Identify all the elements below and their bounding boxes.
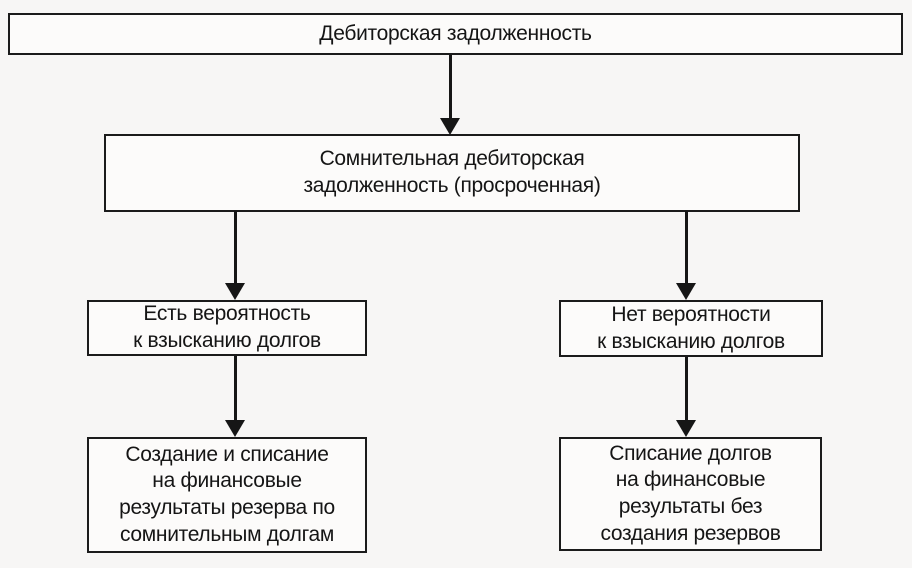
arrow-shaft (684, 211, 688, 283)
arrow-down-icon (225, 283, 245, 300)
node-has-probability-of-collection: Есть вероятность к взысканию долгов (87, 300, 367, 356)
node-no-probability-of-collection: Нет вероятности к взысканию долгов (559, 300, 823, 357)
node-receivables: Дебиторская задолженность (8, 13, 903, 55)
arrow-down-icon (440, 118, 460, 135)
node-doubtful-receivables: Сомнительная дебиторская задолженность (… (104, 134, 800, 212)
node-create-and-write-off-reserve: Создание и списание на финансовые резуль… (87, 437, 367, 553)
arrow-shaft (233, 211, 237, 283)
arrow-down-icon (225, 420, 245, 437)
connector-doubtful-has-probability (225, 211, 245, 300)
connector-has-probability-create-reserve (225, 356, 245, 437)
connector-receivables-doubtful (440, 55, 460, 135)
arrow-shaft (448, 55, 452, 118)
connector-doubtful-no-probability (676, 211, 696, 300)
arrow-down-icon (676, 283, 696, 300)
arrow-shaft (233, 356, 237, 420)
arrow-shaft (684, 357, 688, 420)
arrow-down-icon (676, 420, 696, 437)
node-write-off-without-reserve: Списание долгов на финансовые результаты… (559, 437, 822, 551)
connector-no-probability-write-off (676, 357, 696, 437)
